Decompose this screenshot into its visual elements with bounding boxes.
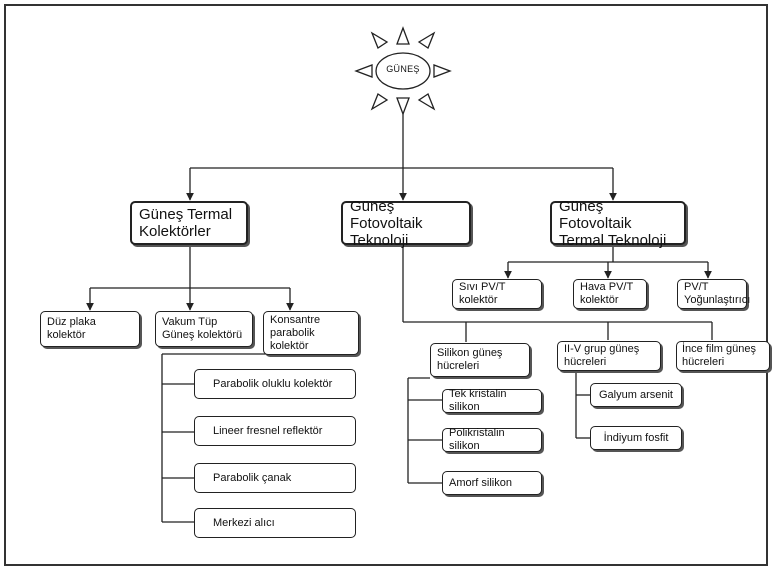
category-pv: Güneş Fotovoltaik Teknoloji [341, 198, 471, 249]
monocrystalline-silicon: Tek kristalin silikon [442, 388, 542, 413]
diagram-frame [4, 4, 768, 566]
thin-film-solar-cells: İnce film güneş hücreleri [676, 341, 770, 371]
sun-icon [354, 26, 452, 116]
amorphous-silicon: Amorf silikon [442, 471, 542, 495]
flat-plate-collector: Düz plaka kolektör [40, 311, 140, 347]
silicon-solar-cells: Silikon güneş hücreleri [430, 343, 530, 377]
polycrystalline-silicon: Polikristalin silikon [442, 427, 542, 452]
category-pvt: Güneş Fotovoltaik Termal Teknoloji [550, 198, 686, 249]
parabolic-dish: Parabolik çanak [194, 463, 356, 493]
concentrated-parabolic-collector: Konsantre parabolik kolektör [263, 311, 359, 355]
sun-label: GÜNEŞ [386, 64, 420, 74]
indium-phosphide: İndiyum fosfit [590, 426, 682, 450]
category-thermal: Güneş Termal Kolektörler [130, 201, 248, 245]
central-receiver: Merkezi alıcı [194, 508, 356, 538]
linear-fresnel-reflector: Lineer fresnel reflektör [194, 416, 356, 446]
liquid-pvt-collector: Sıvı PV/T kolektör [452, 279, 542, 309]
parabolic-trough-collector: Parabolik oluklu kolektör [194, 369, 356, 399]
iiv-group-solar-cells: II-V grup güneş hücreleri [557, 341, 661, 371]
air-pvt-collector: Hava PV/T kolektör [573, 279, 647, 309]
vacuum-tube-collector: Vakum Tüp Güneş kolektörü [155, 311, 253, 347]
gallium-arsenide: Galyum arsenit [590, 383, 682, 407]
pvt-concentrator: PV/T Yoğunlaştırıcı [677, 279, 750, 309]
